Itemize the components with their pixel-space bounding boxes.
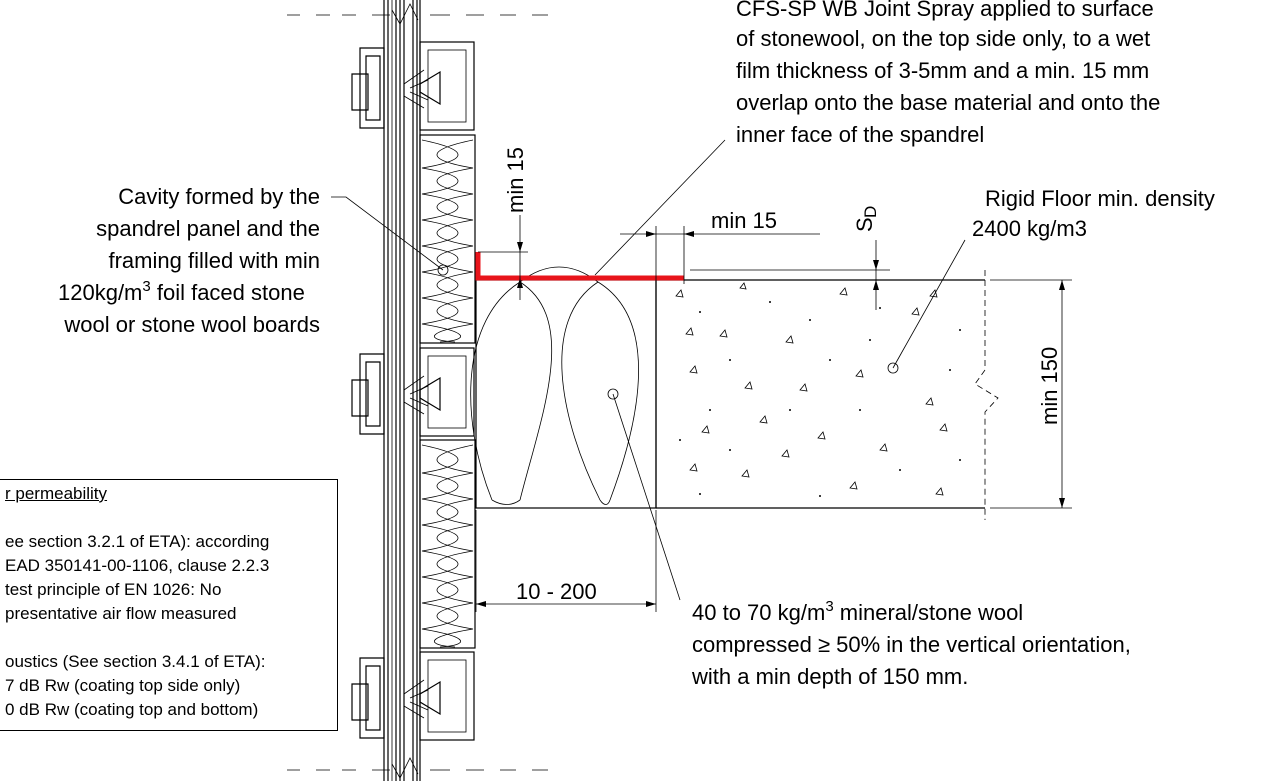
- dim-sd-label: S: [852, 217, 877, 232]
- spandrel-insulation: [419, 134, 476, 649]
- profile-bottom: [351, 651, 475, 741]
- notes-line: EAD 350141-00-1106, clause 2.2.3: [5, 556, 270, 575]
- floor-note: Rigid Floor min. density 2400 kg/m3: [972, 186, 1215, 241]
- cavity-superscript: 3: [142, 278, 150, 295]
- dim-min15-vertical: [478, 215, 528, 300]
- dim-sd: [690, 240, 890, 310]
- dim-sd-label-group: S D: [852, 206, 880, 232]
- wool-note-line: compressed ≥ 50% in the vertical orienta…: [692, 632, 1131, 657]
- dim-min15-horizontal-label: min 15: [711, 208, 777, 233]
- notes-line: test principle of EN 1026: No: [5, 580, 222, 599]
- dim-sd-subscript: D: [861, 206, 880, 218]
- wool-note-line: 40 to 70 kg/m3 mineral/stone wool: [692, 598, 1023, 625]
- coating-spray-line: [475, 252, 684, 281]
- spray-note-line: inner face of the spandrel: [736, 122, 984, 147]
- facade-frame: [383, 0, 421, 781]
- spray-note-line: film thickness of 3-5mm and a min. 15 mm: [736, 58, 1149, 83]
- concrete-slab: [655, 270, 999, 520]
- dim-min150: [990, 279, 1072, 509]
- floor-note-line: Rigid Floor min. density: [985, 186, 1215, 211]
- cavity-note-line: spandrel panel and the: [96, 216, 320, 241]
- notes-title: r permeability: [5, 484, 108, 503]
- cavity-note: Cavity formed by the spandrel panel and …: [58, 184, 320, 337]
- performance-notes-box: r permeability ee section 3.2.1 of ETA):…: [0, 479, 338, 731]
- notes-line: presentative air flow measured: [5, 604, 237, 623]
- dim-min15-vertical-label: min 15: [503, 147, 528, 213]
- dim-10-200-label: 10 - 200: [516, 579, 597, 604]
- dim-min15-horizontal: [620, 226, 820, 284]
- wool-note: 40 to 70 kg/m3 mineral/stone wool compre…: [691, 598, 1131, 689]
- wool-superscript: 3: [825, 598, 833, 615]
- notes-line: oustics (See section 3.4.1 of ETA):: [5, 652, 266, 671]
- joint-wool: [470, 266, 657, 509]
- dim-min150-label: min 150: [1037, 347, 1062, 425]
- spray-note: CFS-SP WB Joint Spray applied to surface…: [736, 0, 1160, 147]
- notes-line: 7 dB Rw (coating top side only): [5, 676, 241, 695]
- cavity-density-rest: foil faced stone: [151, 280, 305, 305]
- floor-note-line: 2400 kg/m3: [972, 216, 1087, 241]
- wool-density-rest: mineral/stone wool: [834, 600, 1024, 625]
- cavity-note-line: Cavity formed by the: [118, 184, 320, 209]
- cavity-note-line: 120kg/m3 foil faced stone: [58, 278, 305, 305]
- cavity-note-line: framing filled with min: [108, 248, 320, 273]
- cavity-note-line: wool or stone wool boards: [63, 312, 320, 337]
- spray-note-line: overlap onto the base material and onto …: [736, 90, 1160, 115]
- wool-density: 40 to 70 kg/m: [692, 600, 825, 625]
- dim-10-200: [475, 510, 657, 612]
- profile-middle: [351, 347, 475, 437]
- spray-note-line: CFS-SP WB Joint Spray applied to surface: [736, 0, 1154, 21]
- cavity-density: 120kg/m: [58, 280, 142, 305]
- notes-line: ee section 3.2.1 of ETA): according: [5, 532, 270, 551]
- profile-top: [351, 41, 475, 131]
- wool-note-line: with a min depth of 150 mm.: [691, 664, 968, 689]
- spray-note-line: of stonewool, on the top side only, to a…: [736, 26, 1150, 51]
- notes-line: 0 dB Rw (coating top and bottom): [5, 700, 259, 719]
- leader-lines: [331, 139, 966, 601]
